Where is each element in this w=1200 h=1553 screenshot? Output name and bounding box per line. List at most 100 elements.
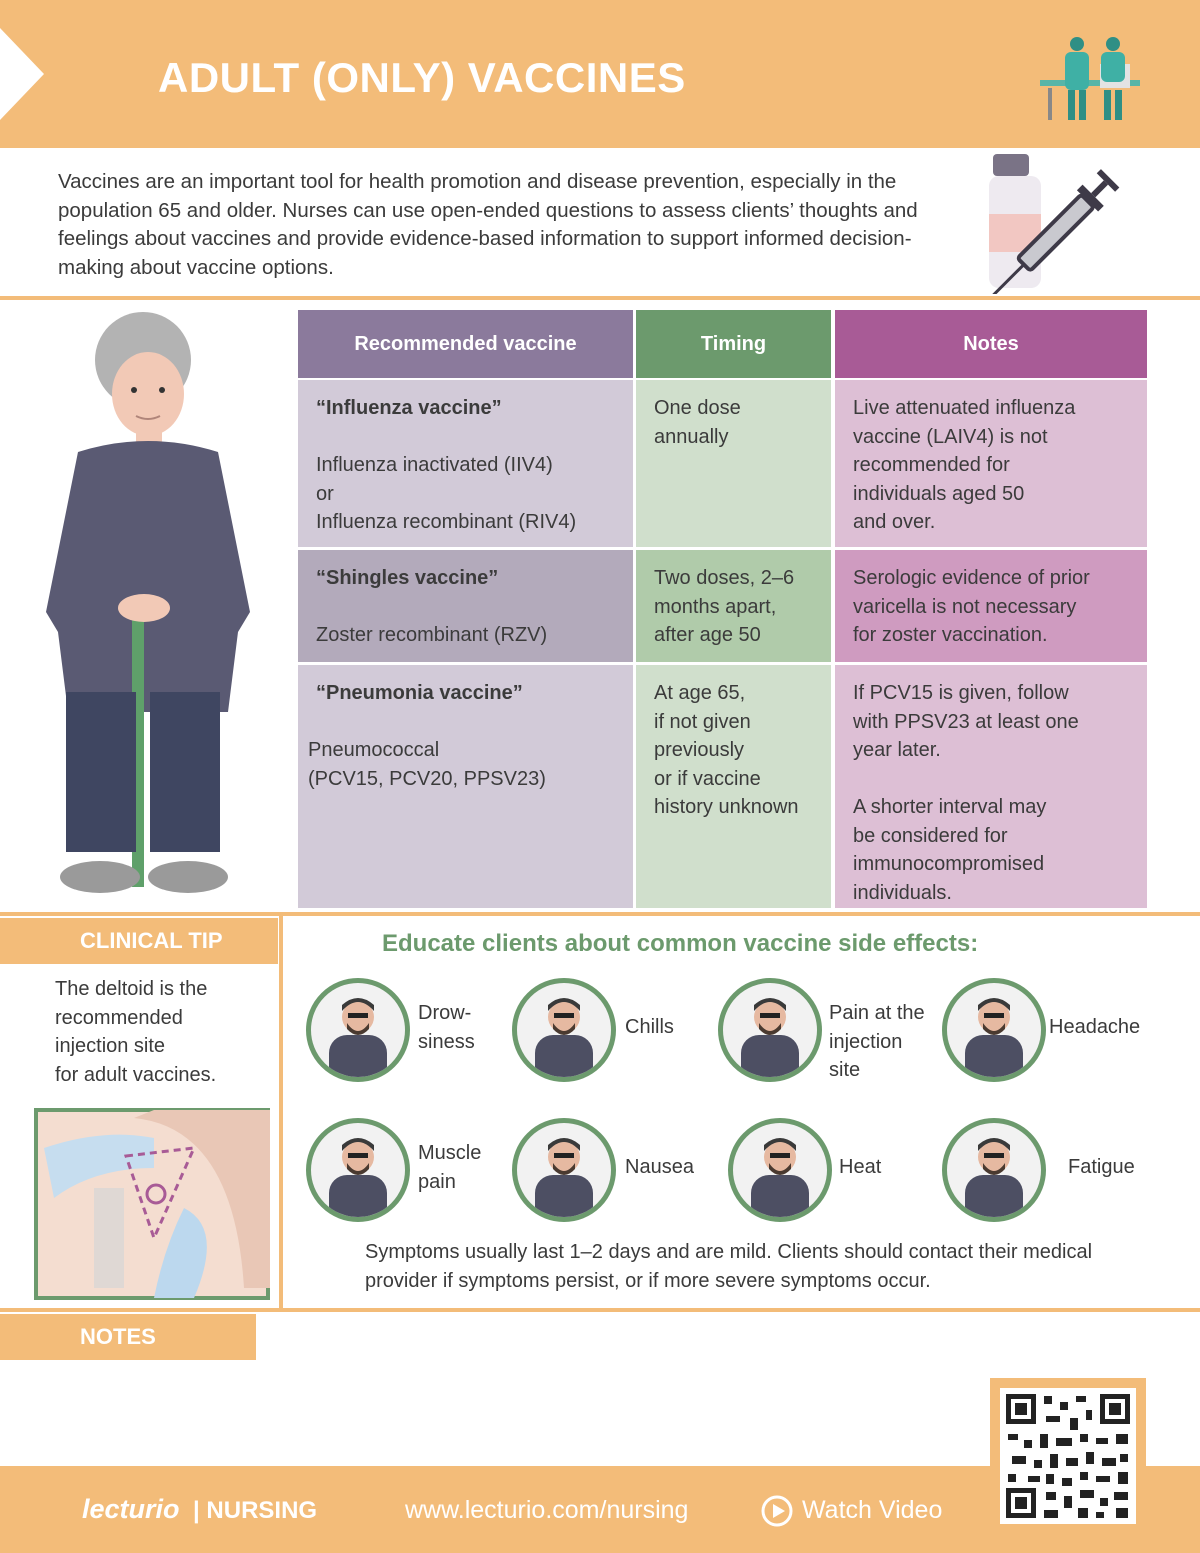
vaccine-line: or	[316, 482, 334, 505]
side-effect-label-drowsiness: Drow- siness	[418, 999, 475, 1056]
table-row-pneumonia-vaccine: “Pneumonia vaccine” Pneumococcal (PCV15,…	[298, 665, 633, 908]
person-figure	[751, 1138, 809, 1217]
side-effect-line: Headache	[1049, 1016, 1141, 1038]
tip-line: for adult vaccines.	[55, 1063, 217, 1086]
vaccine-line: Pneumococcal	[308, 739, 440, 761]
person-figure	[329, 998, 387, 1077]
fever-person-icon	[728, 1118, 832, 1222]
person-figure	[329, 1138, 387, 1217]
vaccine-line: Influenza recombinant (RIV4)	[316, 511, 577, 533]
side-effect-label-fatigue: Fatigue	[1068, 1153, 1135, 1182]
side-effect-line: Muscle	[418, 1142, 482, 1164]
notes-line: varicella is not necessary	[853, 595, 1077, 618]
divider	[0, 1308, 1200, 1312]
header-banner	[0, 0, 1200, 148]
table-cell-notes: If PCV15 is given, follow with PPSV23 at…	[835, 665, 1147, 908]
side-effect-label-chills: Chills	[625, 1013, 674, 1042]
side-effect-line: Heat	[839, 1156, 882, 1178]
timing-line: if not given	[654, 710, 751, 733]
timing-line: Two doses, 2–6	[654, 567, 795, 589]
notes-line: individuals.	[853, 881, 952, 904]
side-effect-line: Chills	[625, 1016, 674, 1038]
tip-line: injection site	[55, 1035, 166, 1057]
watch-video-link[interactable]: Watch Video	[802, 1496, 943, 1524]
table-cell-notes: Serologic evidence of prior varicella is…	[835, 550, 1147, 662]
tired-person-icon	[942, 1118, 1046, 1222]
notes-line: for zoster vaccination.	[853, 624, 1048, 646]
timing-line: At age 65,	[654, 682, 746, 704]
side-effect-line: Nausea	[625, 1156, 694, 1178]
table-cell-timing: One dose annually	[636, 380, 831, 547]
vaccine-line: (PCV15, PCV20, PPSV23)	[308, 767, 546, 790]
vaccine-title: “Shingles vaccine”	[316, 567, 499, 589]
notes-line: with PPSV23 at least one	[853, 710, 1079, 733]
table-row-shingles-vaccine: “Shingles vaccine” Zoster recombinant (R…	[298, 550, 633, 662]
notes-heading: NOTES	[0, 1314, 256, 1360]
notes-line: individuals aged 50	[853, 482, 1025, 505]
divider	[0, 912, 1200, 916]
notes-line: Live attenuated influenza	[853, 397, 1076, 419]
website-link[interactable]: www.lecturio.com/nursing	[405, 1496, 689, 1524]
medical-staff-icon	[1040, 37, 1140, 120]
timing-line: after age 50	[654, 624, 761, 646]
vertical-divider	[279, 912, 283, 1310]
person-figure	[741, 998, 799, 1077]
tip-line: The deltoid is the	[55, 978, 208, 1000]
intro-paragraph: Vaccines are an important tool for healt…	[58, 170, 918, 279]
page-title: ADULT (ONLY) VACCINES	[158, 54, 686, 101]
notes-line: and over.	[853, 511, 936, 533]
notes-line: Serologic evidence of prior	[853, 567, 1090, 589]
notes-line: vaccine (LAIV4) is not	[853, 425, 1048, 448]
notes-line: If PCV15 is given, follow	[853, 682, 1069, 704]
side-effect-line: pain	[418, 1170, 456, 1193]
side-effect-label-headache: Headache	[1049, 1013, 1140, 1042]
brand-logo[interactable]: lecturio | NURSING	[82, 1494, 317, 1525]
side-effect-line: Fatigue	[1068, 1156, 1135, 1178]
timing-line: or if vaccine	[654, 767, 761, 790]
side-effect-line: Pain at the	[829, 1002, 925, 1024]
vaccine-syringe-icon	[989, 154, 1120, 294]
cold-person-icon	[512, 978, 616, 1082]
side-effect-label-heat: Heat	[839, 1153, 881, 1182]
column-header-notes: Notes	[835, 310, 1147, 378]
clinical-tip-text: The deltoid is the recommended injection…	[55, 975, 270, 1089]
notes-line: recommended for	[853, 454, 1010, 476]
side-effect-line: injection	[829, 1030, 903, 1053]
sleepy-person-icon	[306, 978, 410, 1082]
timing-line: months apart,	[654, 595, 777, 618]
side-effect-line: siness	[418, 1030, 475, 1053]
person-figure	[965, 998, 1023, 1077]
side-effect-label-muscle-pain: Muscle pain	[418, 1139, 481, 1196]
brand-suffix: | NURSING	[193, 1497, 318, 1524]
side-effects-heading: Educate clients about common vaccine sid…	[382, 930, 979, 957]
notes-line: be considered for	[853, 824, 1008, 847]
person-figure	[535, 998, 593, 1077]
brand-name: lecturio	[82, 1494, 180, 1524]
vaccine-table: Recommended vaccine Timing Notes “Influe…	[298, 310, 1147, 908]
deltoid-injection-illustration	[34, 1108, 270, 1300]
nausea-person-icon	[512, 1118, 616, 1222]
table-cell-notes: Live attenuated influenza vaccine (LAIV4…	[835, 380, 1147, 547]
vaccine-line: Influenza inactivated (IIV4)	[316, 454, 553, 476]
person-figure	[965, 1138, 1023, 1217]
person-figure	[535, 1138, 593, 1217]
side-effect-label-nausea: Nausea	[625, 1153, 694, 1182]
elderly-woman-illustration	[46, 312, 250, 893]
side-effect-line: site	[829, 1059, 861, 1081]
muscle-pain-person-icon	[306, 1118, 410, 1222]
notes-line: A shorter interval may	[853, 796, 1047, 818]
column-header-timing: Timing	[636, 310, 831, 378]
table-row-influenza-vaccine: “Influenza vaccine” Influenza inactivate…	[298, 380, 633, 547]
play-icon[interactable]	[760, 1494, 794, 1528]
headache-person-icon	[942, 978, 1046, 1082]
notes-line: immunocompromised	[853, 853, 1045, 875]
clinical-tip-heading: CLINICAL TIP	[0, 918, 278, 964]
qr-code-icon[interactable]	[1000, 1388, 1136, 1524]
side-effect-line: Drow-	[418, 1002, 472, 1024]
table-cell-timing: Two doses, 2–6 months apart, after age 5…	[636, 550, 831, 662]
vaccine-title: “Influenza vaccine”	[316, 397, 502, 419]
timing-line: One dose	[654, 397, 741, 419]
timing-line: previously	[654, 739, 745, 761]
notes-line: year later.	[853, 739, 941, 761]
column-header-vaccine: Recommended vaccine	[298, 310, 633, 378]
